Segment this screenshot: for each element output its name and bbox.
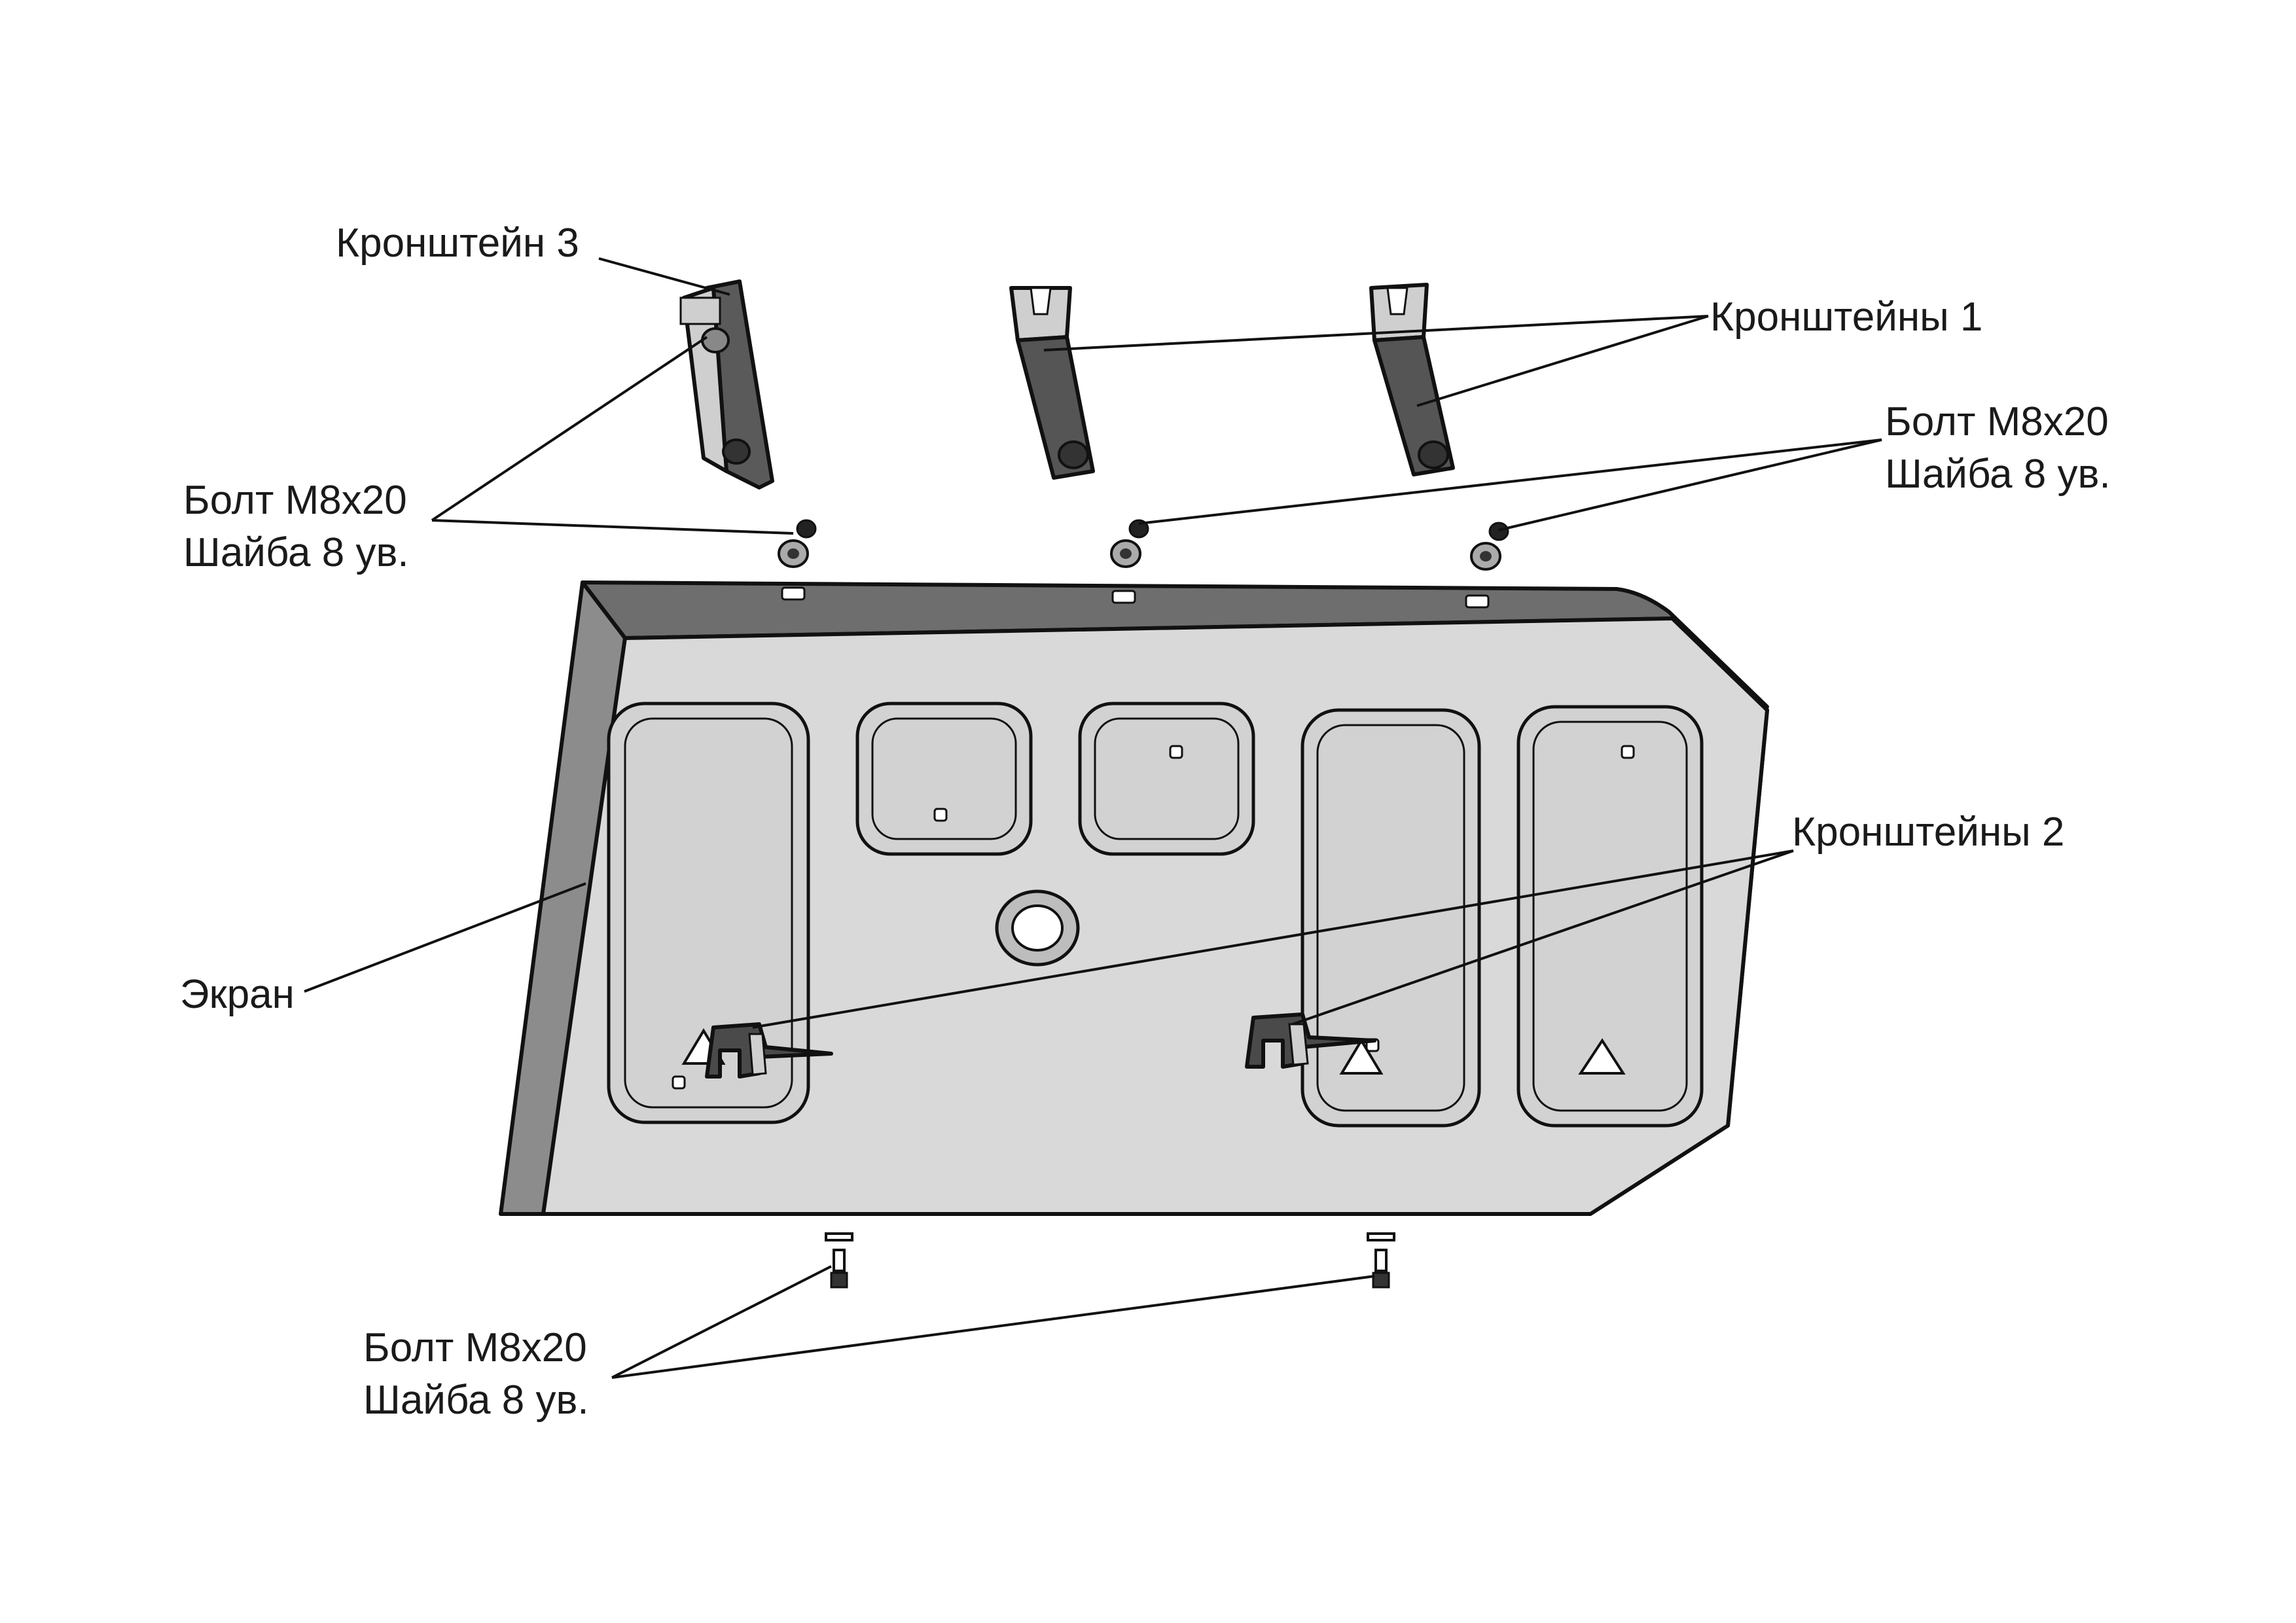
leader-lines — [304, 257, 1882, 1379]
label-bolt-bottom-1: Болт М8х20 — [363, 1325, 587, 1370]
top-bolt-left — [778, 519, 817, 568]
label-bolt-bottom-2: Шайба 8 ув. — [363, 1378, 589, 1423]
label-bolt-left-2: Шайба 8 ув. — [183, 530, 409, 575]
label-brackets-1: Кронштейны 1 — [1710, 294, 1982, 340]
label-screen: Экран — [180, 972, 295, 1017]
rim-slot — [1465, 594, 1490, 609]
label-bolt-right-2: Шайба 8 ув. — [1885, 452, 2111, 497]
bracket-1-right — [1369, 283, 1455, 476]
label-bolt-right-1: Болт М8х20 — [1885, 399, 2109, 444]
rim-slot — [1111, 590, 1136, 604]
protection-plate — [499, 580, 1769, 1216]
bracket-2-right — [1245, 1012, 1376, 1069]
bracket-3 — [679, 279, 774, 490]
rim-slot — [781, 586, 806, 601]
bottom-bolt-left — [825, 1232, 853, 1289]
bracket-1-left — [1009, 286, 1095, 480]
label-bracket-3: Кронштейн 3 — [336, 221, 579, 266]
bracket-2-left — [705, 1022, 833, 1079]
top-bolt-right — [1470, 522, 1509, 571]
top-bolt-middle — [1110, 519, 1149, 568]
label-bolt-left-1: Болт М8х20 — [183, 478, 407, 523]
drain-hole — [995, 889, 1080, 967]
label-brackets-2: Кронштейны 2 — [1792, 810, 2064, 855]
bottom-bolt-right — [1367, 1232, 1395, 1289]
